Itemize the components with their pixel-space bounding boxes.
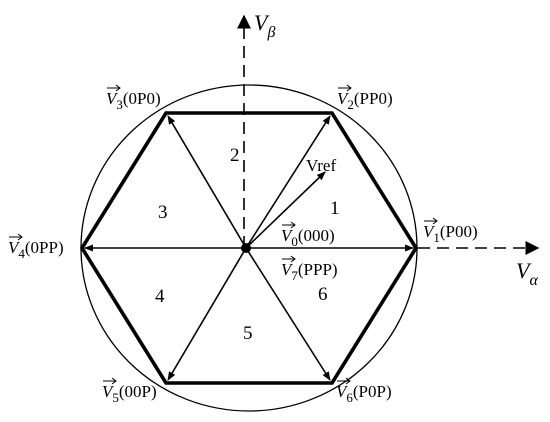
- v5-state: (00P): [119, 382, 157, 401]
- v0-letter: V: [281, 226, 294, 245]
- v4-letter: V: [8, 238, 21, 257]
- v4-index: 4: [18, 246, 25, 261]
- alpha-axis-letter: V: [516, 258, 532, 283]
- alpha-axis-subscript: α: [529, 272, 538, 289]
- svg-text:V4(0PP): V4(0PP): [8, 238, 64, 261]
- vector-v3-arrow: [167, 115, 247, 249]
- v2-state: (PP0): [354, 89, 393, 108]
- svg-text:V1(P00): V1(P00): [423, 222, 478, 245]
- beta-axis-subscript: β: [266, 24, 275, 41]
- beta-axis-label: Vβ: [254, 10, 275, 41]
- sector-2-label: 2: [230, 145, 240, 166]
- v2-letter: V: [337, 89, 350, 108]
- v0-state: (000): [298, 226, 335, 245]
- sector-1-label: 1: [330, 198, 340, 219]
- v1-accent-arrow: [424, 217, 438, 225]
- v1-letter: V: [423, 222, 436, 241]
- v3-index: 3: [116, 97, 123, 112]
- svg-text:V0(000): V0(000): [281, 226, 335, 249]
- svg-text:V2(PP0): V2(PP0): [337, 89, 393, 112]
- v3-accent-arrow: [107, 84, 121, 92]
- v0-label: V0(000): [281, 221, 335, 249]
- svg-text:Vα: Vα: [516, 258, 538, 289]
- hexagon-boundary: [79, 111, 419, 385]
- vref-label: Vref: [306, 156, 336, 175]
- sector-4-label: 4: [155, 286, 165, 307]
- svg-text:V5(00P): V5(00P): [102, 382, 157, 405]
- v6-index: 6: [346, 390, 353, 405]
- v3-label: V3(0P0): [106, 84, 161, 112]
- v5-accent-arrow: [103, 377, 117, 385]
- v7-state: (PPP): [298, 260, 338, 279]
- v7-label: V7(PPP): [281, 255, 338, 283]
- v6-label: V6(P0P): [336, 377, 392, 405]
- vector-v6-arrow: [245, 247, 331, 381]
- v5-index: 5: [112, 390, 119, 405]
- v4-accent-arrow: [9, 233, 23, 241]
- v7-letter: V: [281, 260, 294, 279]
- v0-accent-arrow: [282, 221, 296, 229]
- v5-letter: V: [102, 382, 115, 401]
- alpha-axis-label: Vα: [516, 258, 538, 289]
- v2-accent-arrow: [338, 84, 352, 92]
- v3-letter: V: [106, 89, 119, 108]
- svg-text:V3(0P0): V3(0P0): [106, 89, 161, 112]
- v1-index: 1: [433, 230, 440, 245]
- origin-point: [241, 243, 251, 253]
- v0-index: 0: [291, 234, 298, 249]
- svg-text:V7(PPP): V7(PPP): [281, 260, 338, 283]
- vector-v2-arrow: [245, 115, 331, 249]
- v1-state: (P00): [440, 222, 478, 241]
- v1-label: V1(P00): [423, 217, 478, 245]
- sector-5-label: 5: [243, 323, 253, 344]
- v6-letter: V: [336, 382, 349, 401]
- sector-6-label: 6: [318, 284, 328, 305]
- beta-axis-letter: V: [254, 10, 270, 35]
- v3-state: (0P0): [123, 89, 161, 108]
- v2-label: V2(PP0): [337, 84, 393, 112]
- svg-text:Vβ: Vβ: [254, 10, 275, 41]
- v5-label: V5(00P): [102, 377, 157, 405]
- v4-label: V4(0PP): [8, 233, 64, 261]
- v6-accent-arrow: [337, 377, 351, 385]
- v7-accent-arrow: [282, 255, 296, 263]
- sector-3-label: 3: [158, 202, 168, 223]
- svg-text:V6(P0P): V6(P0P): [336, 382, 392, 405]
- vector-v5-arrow: [167, 247, 247, 381]
- v2-index: 2: [347, 97, 354, 112]
- v7-index: 7: [291, 268, 298, 283]
- v6-state: (P0P): [353, 382, 392, 401]
- vref-arrow: [245, 171, 326, 249]
- v4-state: (0PP): [25, 238, 64, 257]
